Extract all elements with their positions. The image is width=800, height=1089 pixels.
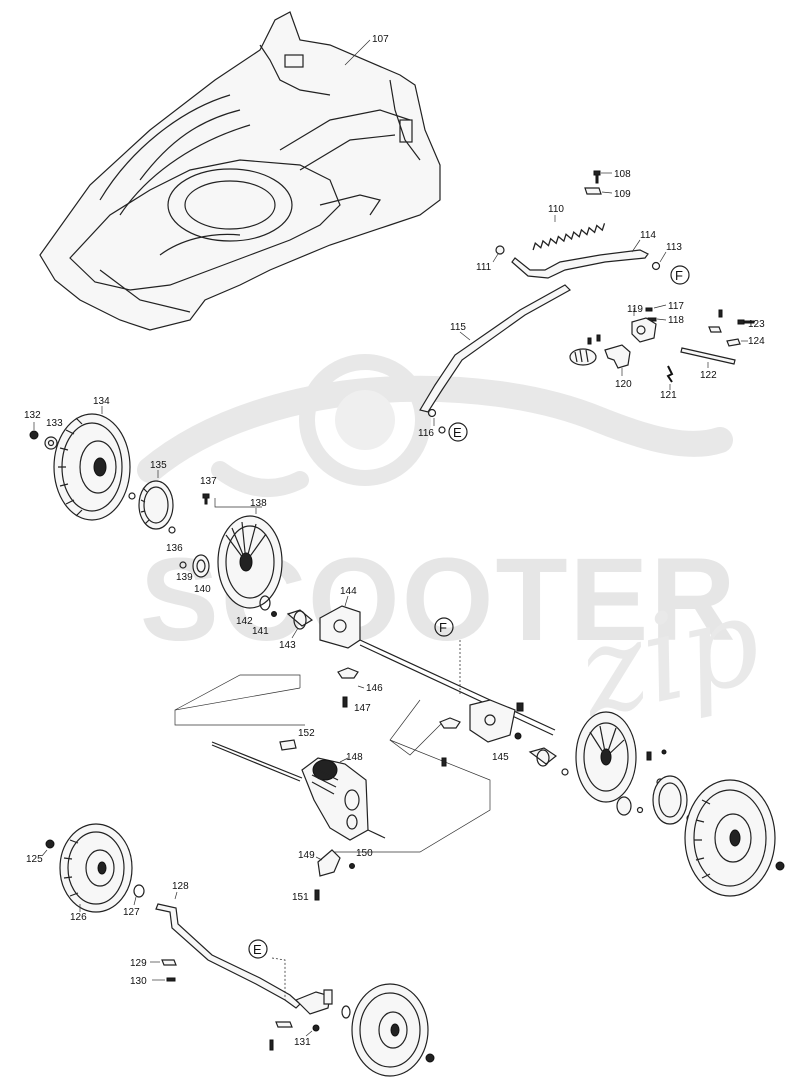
part-label-138: 138	[250, 498, 267, 509]
callout-f-center: F	[439, 620, 447, 635]
part-label-109: 109	[614, 189, 631, 200]
height-adjust-assembly: 108 109 110 111 114 113 F 115 116	[418, 169, 765, 442]
watermark-emblem	[299, 354, 431, 486]
rear-wheel-right	[684, 779, 776, 897]
part-label-152: 152	[298, 728, 315, 739]
part-label-115: 115	[450, 322, 466, 333]
part-label-151: 151	[292, 892, 309, 903]
part-label-110: 110	[548, 204, 564, 215]
front-wheel-right	[351, 983, 429, 1077]
part-label-116: 116	[418, 428, 434, 439]
part-label-136: 136	[166, 543, 183, 554]
front-wheel-126	[59, 823, 133, 913]
part-label-129: 129	[130, 958, 147, 969]
part-label-144: 144	[340, 586, 357, 597]
drive-disc-138	[217, 515, 283, 609]
motor-148	[301, 757, 369, 841]
part-label-120: 120	[615, 379, 632, 390]
part-label-131: 131	[294, 1037, 311, 1048]
part-label-145: 145	[492, 752, 509, 763]
part-label-148: 148	[346, 752, 363, 763]
part-label-117: 117	[668, 301, 684, 312]
part-label-134: 134	[93, 396, 110, 407]
part-label-140: 140	[194, 584, 211, 595]
callout-e-top: E	[453, 425, 462, 440]
part-label-132: 132	[24, 410, 41, 421]
part-label-128: 128	[172, 881, 189, 892]
part-label-126: 126	[70, 912, 87, 923]
part-label-146: 146	[366, 683, 383, 694]
mower-deck: 107	[39, 11, 441, 331]
part-label-113: 113	[666, 242, 682, 253]
part-label-143: 143	[279, 640, 296, 651]
front-axle-assembly: 125 126 127 128 E 129 130	[26, 823, 435, 1077]
part-label-150: 150	[356, 848, 373, 859]
part-label-125: 125	[26, 854, 43, 865]
part-label-123: 123	[748, 319, 765, 330]
part-label-127: 127	[123, 907, 140, 918]
part-label-142: 142	[236, 616, 253, 627]
part-label-130: 130	[130, 976, 147, 987]
right-wheel-assembly	[528, 711, 785, 897]
part-label-139: 139	[176, 572, 193, 583]
part-label-107: 107	[372, 34, 389, 45]
callout-f-top: F	[675, 268, 683, 283]
part-label-108: 108	[614, 169, 631, 180]
spring-110	[532, 223, 606, 251]
part-label-147: 147	[354, 703, 371, 714]
part-label-111: 111	[476, 262, 492, 273]
left-wheel-assembly: 132 133 134 135 136 137	[24, 396, 556, 736]
rear-wheel-134	[53, 413, 131, 521]
part-label-122: 122	[700, 370, 717, 381]
callout-e-lower: E	[253, 942, 262, 957]
part-label-121: 121	[660, 390, 677, 401]
part-label-141: 141	[252, 626, 269, 637]
part-label-114: 114	[640, 230, 656, 241]
part-label-133: 133	[46, 418, 63, 429]
part-label-135: 135	[150, 460, 167, 471]
gearbox-assembly: 146 147 F 145 148 152	[174, 617, 524, 903]
part-label-119: 119	[627, 304, 643, 315]
part-label-137: 137	[200, 476, 217, 487]
part-label-118: 118	[668, 315, 684, 326]
watermark-scooter-silhouette	[137, 375, 733, 483]
part-label-149: 149	[298, 850, 315, 861]
part-label-124: 124	[748, 336, 765, 347]
